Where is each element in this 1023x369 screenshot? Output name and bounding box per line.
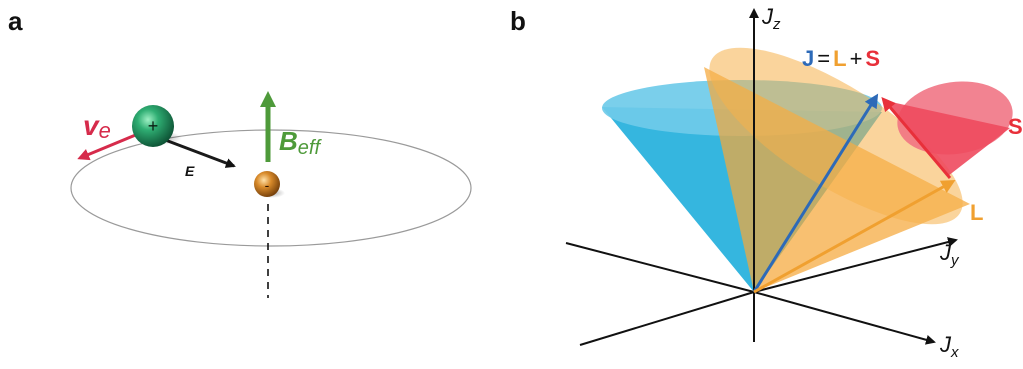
b-field-label: Beff: [279, 126, 322, 159]
s-vector-label: S: [1008, 114, 1023, 139]
e-field-label: E: [185, 163, 195, 179]
equation-j-l-s: J=L+S: [802, 46, 880, 71]
s-precession-cone: [882, 81, 1013, 176]
panel-a: a ve E Beff + -: [8, 6, 472, 298]
l-precession-cone: [704, 47, 970, 292]
axis-jz-label: Jz: [761, 4, 781, 33]
electron-sign: -: [265, 177, 270, 193]
axis-jx-label: Jx: [939, 332, 959, 361]
electron-orbit: [70, 129, 472, 247]
proton-sign: +: [148, 116, 159, 136]
j-vector: [752, 93, 879, 293]
s-vector: [881, 96, 952, 179]
panel-a-label: a: [8, 6, 23, 36]
axis-jy-label: Jy: [939, 240, 960, 269]
l-vector-label: L: [970, 200, 983, 225]
panel-b-label: b: [510, 6, 526, 36]
proton-sphere: [132, 105, 174, 147]
axis-y-back: [579, 291, 755, 346]
velocity-arrow: [77, 132, 139, 161]
l-vector: [753, 180, 956, 294]
axis-jx: [753, 291, 936, 345]
axis-jy: [753, 237, 958, 293]
axis-x-back: [565, 242, 755, 293]
panel-b: b Jz Jy Jx J=L: [510, 4, 1023, 361]
electron-sphere: [254, 171, 280, 197]
velocity-label: ve: [83, 110, 111, 143]
